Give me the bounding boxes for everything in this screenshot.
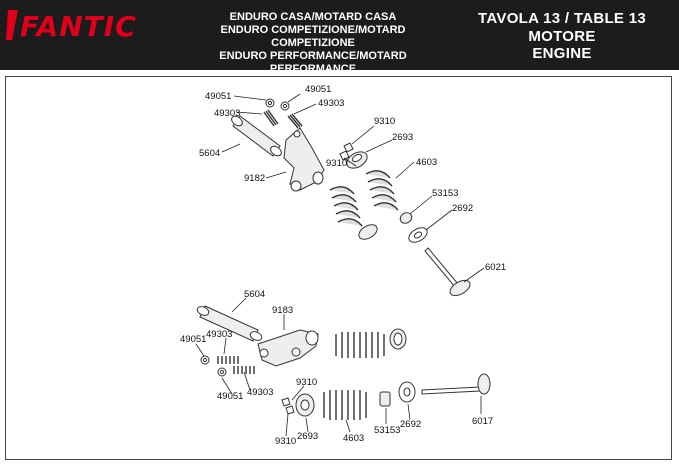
callout-49303-lower-bottom: 49303 (247, 387, 273, 398)
callout-49051-upper-right: 49051 (305, 84, 331, 95)
header-bar: FANTIC ENDURO CASA/MOTARD CASA ENDURO CO… (0, 0, 679, 75)
callout-49303-upper-right: 49303 (318, 98, 344, 109)
callout-6017: 6017 (472, 416, 493, 427)
model-line-3: ENDURO PERFORMANCE/MOTARD PERFORMANCE (219, 50, 407, 75)
valve-stem-seal-upper (399, 212, 413, 224)
callout-53153-lower: 53153 (374, 425, 400, 436)
brand-name: FANTIC (20, 10, 137, 43)
section-title-it: MOTORE (528, 27, 596, 45)
diagram-frame (5, 76, 672, 460)
callout-9310-lower-bottom: 9310 (275, 436, 296, 447)
adjuster-nut-upper-right (280, 101, 290, 111)
callout-2693-upper: 2693 (392, 132, 413, 143)
callout-5604-lower: 5604 (244, 289, 265, 300)
lower-assembly: 5604 9183 49051 49303 49051 49303 9310 9… (180, 289, 493, 447)
callout-2692-upper: 2692 (452, 203, 473, 214)
section-title-en: ENGINE (532, 45, 592, 62)
callout-6021: 6021 (485, 262, 506, 273)
adjuster-nut-lower-bottom (217, 367, 227, 377)
spring-washer-upper (408, 227, 428, 243)
valve-collet-lower-bottom (285, 405, 295, 415)
callout-9310-upper-top: 9310 (374, 116, 395, 127)
callout-5604-upper: 5604 (199, 148, 220, 159)
callout-9310-lower-top: 9310 (296, 377, 317, 388)
callout-9183: 9183 (272, 305, 293, 316)
callout-49051-lower-bottom: 49051 (217, 391, 243, 402)
callout-49303-lower-top: 49303 (206, 329, 232, 340)
adjuster-screw-lower-bottom (233, 366, 255, 374)
valve-spring-assembled-upper (329, 186, 378, 240)
adjuster-nut-lower-top (200, 355, 210, 365)
rocker-arm-9183 (257, 329, 319, 367)
valve-collet-lower-top (281, 397, 291, 407)
model-line-2: ENDURO COMPETIZIONE/MOTARD COMPETIZIONE (220, 24, 406, 49)
table-heading: TAVOLA 13 / TABLE 13 MOTORE ENGINE (448, 10, 676, 63)
valve-spring-assembled-lower (335, 328, 407, 358)
adjuster-screw-upper-right (287, 113, 303, 129)
valve-6017 (421, 373, 491, 395)
callout-9182: 9182 (244, 173, 265, 184)
callout-4603-lower: 4603 (343, 433, 364, 444)
adjuster-screw-lower-top (217, 356, 239, 364)
table-title: TAVOLA 13 / TABLE 13 (478, 10, 646, 27)
callout-49051-upper-left: 49051 (205, 91, 231, 102)
callout-53153-upper: 53153 (432, 188, 458, 199)
model-line-1: ENDURO CASA/MOTARD CASA (229, 11, 397, 23)
rocker-shaft-upper (231, 115, 282, 157)
valve-spring-upper (365, 170, 399, 211)
upper-assembly: 49051 49051 49303 49303 5604 9182 9310 9… (199, 84, 506, 297)
rocker-arm-9182 (283, 127, 325, 192)
callout-49051-lower-top: 49051 (180, 334, 206, 345)
fantic-logo: FANTIC (6, 10, 137, 43)
callout-2692-lower: 2692 (400, 419, 421, 430)
spring-retainer-upper (346, 151, 368, 169)
rocker-shaft-lower (196, 305, 263, 342)
adjuster-screw-upper-left (263, 109, 279, 127)
callout-2693-lower: 2693 (297, 431, 318, 442)
callout-9310-upper-bottom: 9310 (326, 158, 347, 169)
model-list: ENDURO CASA/MOTARD CASA ENDURO COMPETIZI… (178, 11, 448, 76)
valve-collet-upper-top (343, 142, 354, 153)
callout-4603-upper: 4603 (416, 157, 437, 168)
adjuster-nut-upper-left (265, 98, 275, 108)
spring-washer-lower (398, 381, 416, 403)
valve-spring-lower (323, 390, 367, 420)
valve-stem-seal-lower (379, 391, 391, 407)
valve-6021 (424, 247, 471, 297)
spring-retainer-lower (295, 393, 315, 417)
callout-49303-upper-left: 49303 (214, 108, 240, 119)
